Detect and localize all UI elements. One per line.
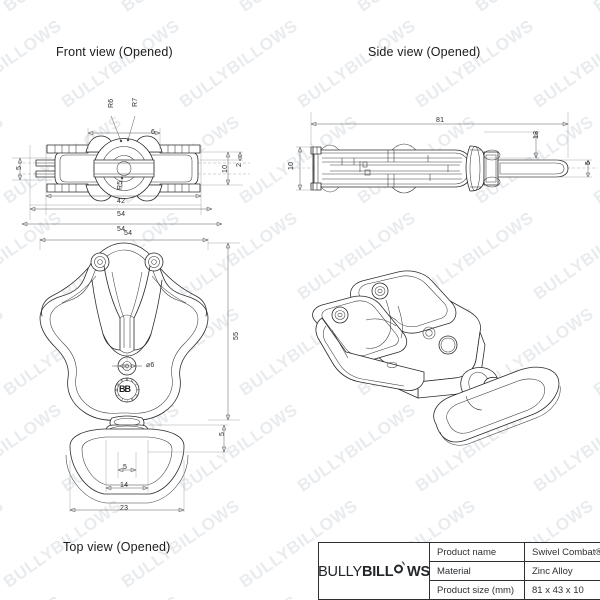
dim-front-radius-r7: R7 — [132, 97, 139, 107]
dim-top-width-14: 14 — [120, 482, 129, 489]
dim-side-length-81: 81 — [436, 117, 445, 124]
side-view-geometry — [292, 112, 598, 194]
front-view-title: Front view (Opened) — [56, 45, 173, 59]
spec-value-product-size: 81 x 43 x 10 — [532, 584, 584, 596]
spec-key-product-size: Product size (mm) — [430, 581, 525, 599]
dim-front-width-54b: 54 — [117, 226, 126, 233]
isometric-view-geometry — [312, 270, 561, 446]
table-row: Material Zinc Alloy — [430, 562, 600, 581]
logo-part-bully: BULLY — [318, 563, 362, 580]
top-view-geometry — [39, 237, 240, 513]
dim-front-width-54a: 54 — [117, 211, 126, 218]
side-view-title: Side view (Opened) — [368, 45, 481, 59]
logo-part-ws: WS — [406, 563, 430, 580]
logo-part-bill: BILL — [361, 563, 394, 580]
table-row: Product name Swivel Combat® Clip — [430, 543, 600, 562]
spec-key-material: Material — [430, 562, 525, 580]
logo-hooked-o-icon — [393, 564, 407, 577]
front-view-geometry — [12, 115, 250, 227]
dim-top-width-5: 5 — [123, 464, 128, 471]
dim-side-height-10: 10 — [288, 161, 295, 170]
dim-front-radius-r5: R5 — [117, 180, 124, 190]
dim-top-height-5: 5 — [219, 431, 226, 436]
dim-top-width-23: 23 — [120, 505, 129, 512]
dim-front-width-6: 6 — [151, 129, 156, 136]
table-row: Product size (mm) 81 x 43 x 10 — [430, 581, 600, 599]
dim-front-height-2: 2 — [236, 162, 243, 167]
dim-front-width-42: 42 — [117, 198, 126, 205]
dim-front-height-10: 10 — [222, 164, 229, 173]
spec-rows: Product name Swivel Combat® Clip Materia… — [430, 543, 600, 599]
dim-side-height-5: 5 — [585, 160, 592, 165]
dim-top-width-54: 54 — [124, 230, 133, 237]
dim-top-height-55: 55 — [233, 331, 240, 340]
top-view-title: Top view (Opened) — [63, 540, 171, 554]
dim-front-radius-r6: R6 — [108, 98, 115, 108]
dim-top-hole-dia-6: ⌀6 — [146, 362, 155, 369]
dim-front-height-5: 5 — [16, 165, 23, 170]
dim-side-height-13: 13 — [533, 130, 540, 139]
spec-value-product-name: Swivel Combat® Clip — [532, 546, 600, 558]
bb-monogram: BB — [119, 384, 131, 394]
spec-key-product-name: Product name — [430, 543, 525, 561]
spec-value-material: Zinc Alloy — [532, 565, 573, 577]
